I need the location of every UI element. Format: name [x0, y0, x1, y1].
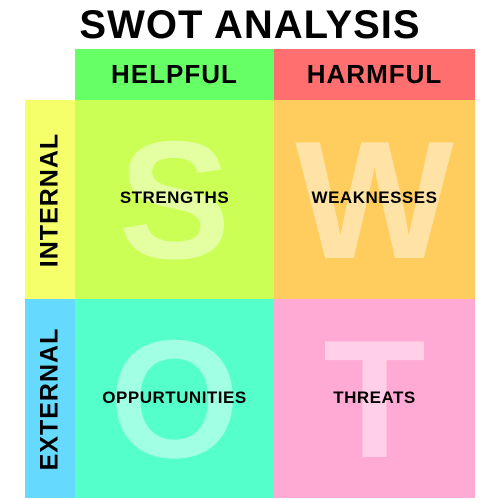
quadrant-label-weaknesses: WEAKNESSES	[311, 188, 438, 207]
quadrant-label-threats: THREATS	[333, 388, 416, 407]
quadrant-weaknesses: W WEAKNESSES	[274, 100, 475, 299]
watermark-letter-t: T	[323, 304, 426, 493]
row-header-external: EXTERNAL	[25, 299, 75, 498]
page-title: SWOT ANALYSIS	[79, 3, 421, 47]
quadrant-threats: T THREATS	[274, 299, 475, 498]
row-header-internal: INTERNAL	[25, 100, 75, 299]
watermark-letter-s: S	[118, 105, 231, 294]
watermark-letter-o: O	[109, 304, 240, 493]
row-header-external-label: EXTERNAL	[35, 327, 64, 470]
quadrant-strengths: S STRENGTHS	[75, 100, 274, 299]
column-header-harmful: HARMFUL	[274, 49, 475, 100]
column-header-helpful: HELPFUL	[75, 49, 274, 100]
quadrant-label-strengths: STRENGTHS	[119, 188, 230, 207]
watermark-letter-w: W	[295, 105, 454, 294]
quadrant-opportunities: O OPPURTUNITIES	[75, 299, 274, 498]
row-header-internal-label: INTERNAL	[35, 132, 64, 267]
quadrant-label-opportunities: OPPURTUNITIES	[102, 388, 247, 407]
